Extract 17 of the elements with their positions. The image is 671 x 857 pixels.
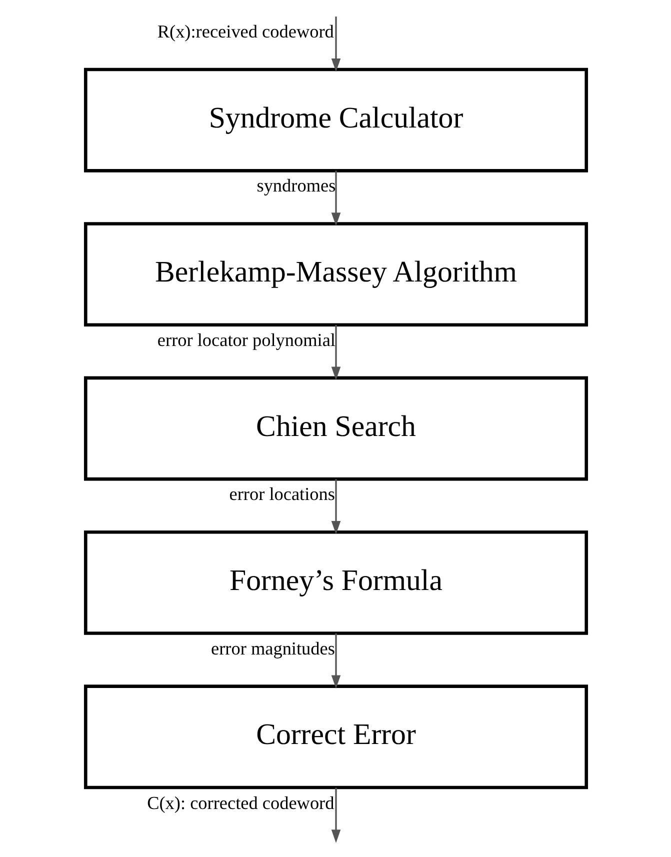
edge-label: R(x):received codeword xyxy=(156,21,334,42)
edge-label: error locations xyxy=(228,484,334,504)
edge-label: error magnitudes xyxy=(210,638,334,658)
arrow xyxy=(330,479,340,534)
arrow xyxy=(330,16,340,72)
node-box: Syndrome Calculator xyxy=(83,68,588,172)
node-box: Berlekamp-Massey Algorithm xyxy=(83,222,588,327)
edge-label: syndromes xyxy=(256,176,336,196)
arrow xyxy=(330,170,340,226)
arrow xyxy=(330,788,340,843)
node-box: Correct Error xyxy=(83,684,588,790)
node-box: Forney’s Formula xyxy=(83,530,588,635)
edge-label: C(x): corrected codeword xyxy=(146,792,334,813)
arrow xyxy=(330,324,340,380)
edge-label: error locator polynomial xyxy=(156,330,336,350)
node-box: Chien Search xyxy=(83,376,588,481)
arrow xyxy=(330,633,340,688)
